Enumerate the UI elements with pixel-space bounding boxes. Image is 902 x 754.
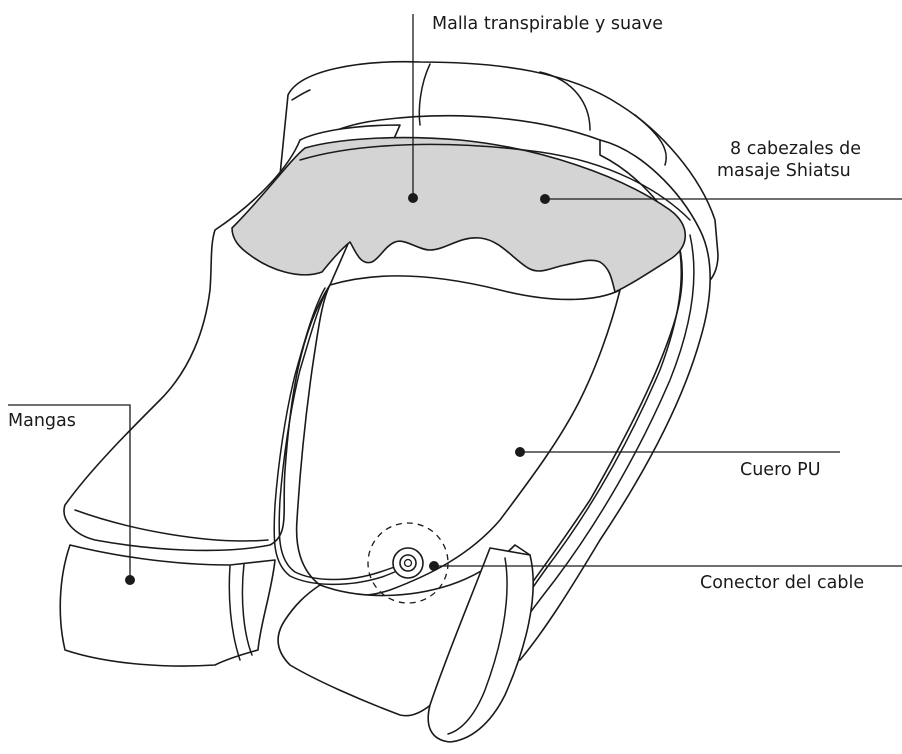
label-shiatsu-heads: 8 cabezales de masaje Shiatsu <box>730 138 861 182</box>
label-mesh: Malla transpirable y suave <box>432 13 663 35</box>
label-shiatsu-line2: masaje Shiatsu <box>717 160 861 182</box>
label-sleeves: Mangas <box>8 410 76 432</box>
label-connector: Conector del cable <box>700 572 864 594</box>
label-leather: Cuero PU <box>740 459 821 481</box>
label-shiatsu-line1: 8 cabezales de <box>730 138 861 160</box>
leader-leather <box>515 447 840 457</box>
